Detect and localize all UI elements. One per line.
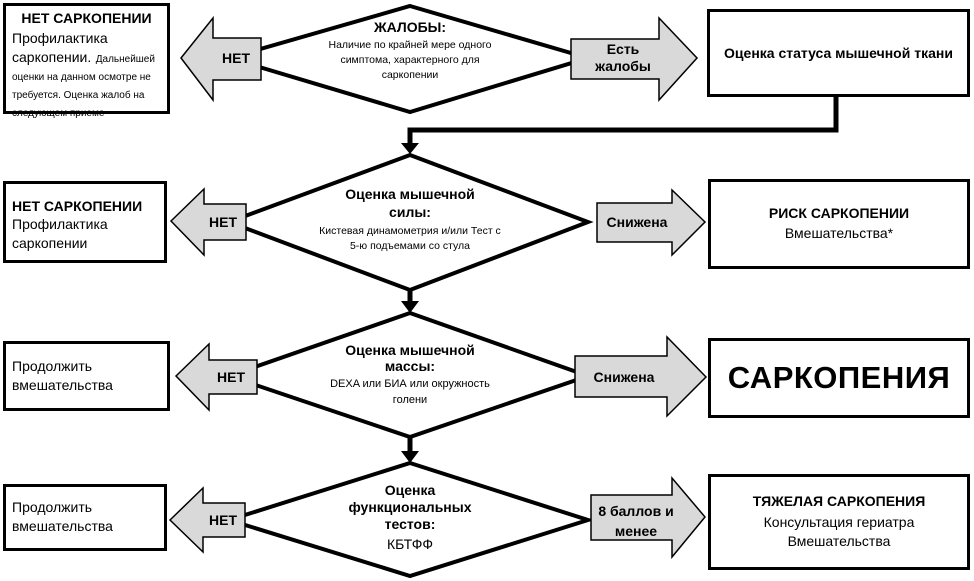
connector-arrowhead (401, 301, 419, 313)
arrow-left-step1 (180, 15, 262, 103)
box-muscle-status: Оценка статуса мышечной ткани (707, 9, 970, 97)
decision-diamond-mass (222, 310, 595, 440)
diamond-text-strength: Оценка мышечной силы: Кистевая динамомет… (315, 185, 505, 254)
arrow-label-reduced: Снижена (606, 214, 668, 230)
diamond-desc: Наличие по крайней мере одного симптома,… (328, 39, 492, 81)
connector-step1-step2 (407, 96, 839, 145)
box-sarcopenia: САРКОПЕНИЯ (708, 338, 970, 418)
diamond-desc: Кистевая динамометрия и/или Тест с 5-ю п… (319, 225, 501, 252)
result-note: Дальнейшей оценки на данном осмотре не т… (12, 54, 155, 119)
result-box-no-sarcopenia-2: НЕТ САРКОПЕНИИ Профилактика саркопении (3, 181, 167, 263)
result-title: НЕТ САРКОПЕНИИ (21, 10, 152, 26)
arrow-label-has-complaints: Есть жалобы (595, 41, 651, 74)
diamond-title: Оценка мышечной массы: (345, 342, 475, 374)
arrow-label-score: 8 баллов и менее (598, 503, 674, 539)
box-text: Вмешательства* (784, 225, 894, 241)
box-title: ТЯЖЕЛАЯ САРКОПЕНИЯ (752, 493, 926, 509)
decision-diamond-complaints (221, 3, 596, 115)
result-text: Профилактика саркопении. (12, 30, 108, 65)
box-text: Оценка статуса мышечной ткани (724, 45, 953, 61)
diamond-title: ЖАЛОБЫ: (373, 19, 447, 35)
result-box-continue-1: Продолжить вмешательства (3, 341, 170, 411)
result-box-no-sarcopenia-1: НЕТ САРКОПЕНИИ Профилактика саркопении. … (3, 3, 170, 119)
connector-arrowhead (401, 143, 419, 154)
result-text: Продолжить вмешательства (12, 499, 113, 534)
box-text: Консультация гериатра (763, 514, 915, 530)
result-box-continue-2: Продолжить вмешательства (3, 484, 167, 551)
arrow-label-no: НЕТ (217, 369, 245, 385)
arrow-left-step3 (174, 342, 258, 412)
arrow-label-no: НЕТ (209, 214, 237, 230)
diamond-desc: КБТФФ (386, 536, 434, 552)
arrow-label-reduced: Снижена (593, 369, 655, 385)
decision-diamond-strength (223, 152, 594, 293)
box-severe-sarcopenia: ТЯЖЕЛАЯ САРКОПЕНИЯ Консультация гериатра… (708, 474, 970, 570)
arrow-right-step3 (574, 335, 708, 418)
box-sarcopenia-risk: РИСК САРКОПЕНИИ Вмешательства* (708, 179, 970, 269)
diamond-text-complaints: ЖАЛОБЫ: Наличие по крайней мере одного с… (320, 19, 500, 83)
result-title: НЕТ САРКОПЕНИИ (12, 198, 143, 214)
arrow-left-step4 (168, 486, 246, 554)
arrow-right-step4 (590, 475, 706, 560)
arrow-right-step1 (570, 16, 699, 102)
box-title: РИСК САРКОПЕНИИ (768, 205, 910, 221)
diamond-text-mass: Оценка мышечной массы: DEXA или БИА или … (330, 342, 490, 408)
connector-arrowhead (401, 451, 419, 463)
arrow-left-step2 (169, 187, 247, 257)
arrow-label-no: НЕТ (209, 512, 237, 528)
result-text: Профилактика саркопении (12, 216, 108, 251)
diamond-title: Оценка мышечной силы: (345, 186, 475, 220)
box-text: Вмешательства (787, 533, 891, 549)
result-text: Продолжить вмешательства (12, 358, 113, 393)
diamond-text-function: Оценка функциональных тестов: КБТФФ (345, 482, 475, 553)
arrow-right-step2 (596, 188, 707, 257)
box-title: САРКОПЕНИЯ (727, 360, 951, 395)
arrow-label-no: НЕТ (222, 50, 250, 66)
diamond-title: Оценка функциональных тестов: (348, 482, 472, 532)
diamond-desc: DEXA или БИА или окружность голени (330, 378, 490, 406)
decision-diamond-function (222, 460, 595, 579)
